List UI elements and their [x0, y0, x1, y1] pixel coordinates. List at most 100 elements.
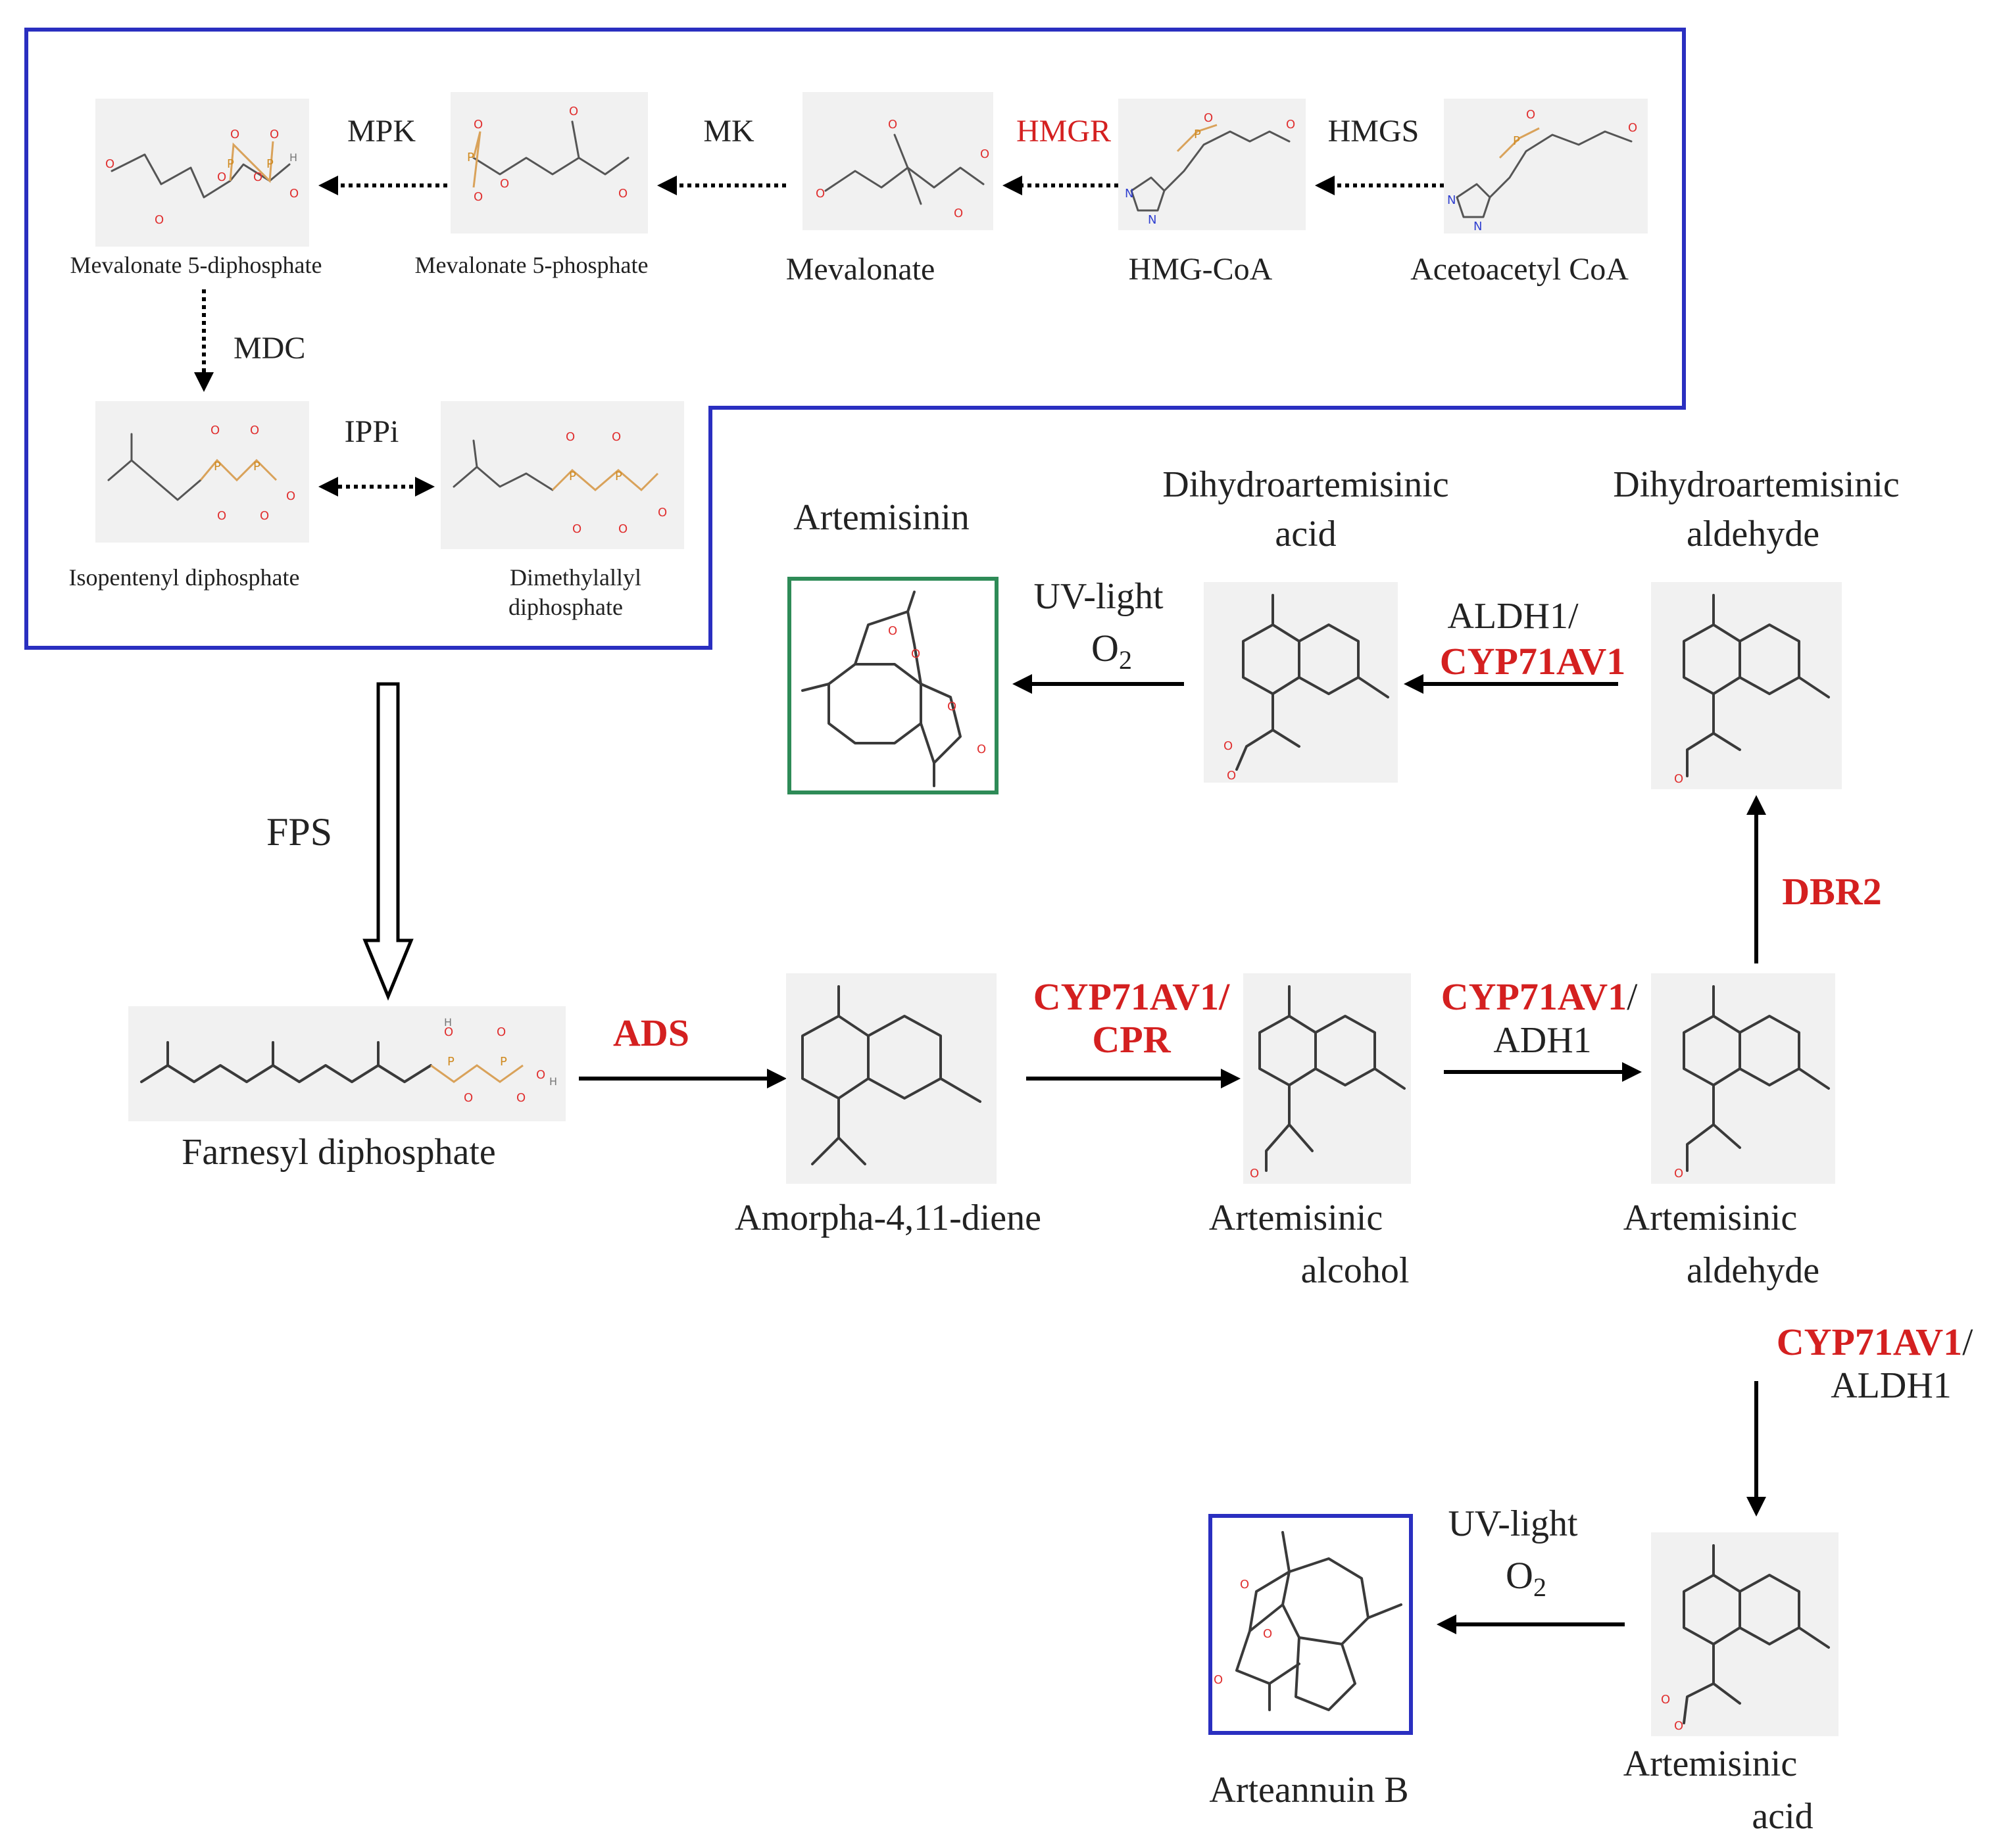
compound-dmapp-line1: Dimethylallyl — [510, 564, 641, 591]
compound-dh-aldehyde-line2: aldehyde — [1687, 514, 1819, 554]
compound-dh-acid-line1: Dihydroartemisinic — [1162, 464, 1448, 505]
svg-text:P: P — [253, 460, 260, 474]
svg-text:O: O — [474, 118, 483, 132]
compound-mevalonate: Mevalonate — [786, 252, 935, 287]
compound-mev5p: Mevalonate 5-phosphate — [415, 252, 649, 278]
svg-text:O: O — [612, 430, 621, 444]
svg-text:O: O — [217, 509, 226, 523]
isopentenyl-diphosphate-structure: P P O O O O O — [95, 401, 309, 543]
enzyme-adh1: ADH1 — [1493, 1020, 1591, 1061]
svg-text:P: P — [500, 1055, 507, 1069]
svg-text:H: H — [549, 1075, 557, 1088]
svg-text:O: O — [217, 170, 226, 184]
svg-text:P: P — [214, 460, 221, 474]
svg-text:O: O — [1628, 121, 1637, 135]
svg-text:P: P — [447, 1055, 455, 1069]
svg-text:O: O — [464, 1091, 473, 1105]
enzyme-cyp71av1-d: CYP71AV1 — [1777, 1321, 1963, 1363]
enzyme-uv-1: UV-light — [1033, 576, 1164, 617]
svg-text:O: O — [618, 187, 628, 201]
svg-text:N: N — [1125, 187, 1133, 201]
enzyme-cpr: CPR — [1092, 1018, 1171, 1061]
svg-text:O: O — [1674, 772, 1683, 786]
enzyme-mk: MK — [703, 114, 754, 149]
svg-text:O: O — [1214, 1673, 1223, 1687]
svg-text:O: O — [210, 424, 220, 437]
svg-text:H: H — [444, 1016, 452, 1029]
compound-art-aldehyde-line1: Artemisinic — [1623, 1198, 1797, 1238]
svg-text:O: O — [250, 424, 259, 437]
svg-text:P: P — [227, 157, 234, 171]
enzyme-cyp-aldh-bottom: CYP71AV1/ — [1777, 1321, 1974, 1363]
artemisinin-structure: O O O O — [801, 591, 986, 787]
svg-text:O: O — [954, 207, 963, 220]
artemisinic-alcohol-structure: O — [1243, 973, 1411, 1184]
svg-text:O: O — [888, 118, 897, 132]
svg-text:O: O — [444, 1025, 453, 1039]
mva-pathway-box — [24, 28, 1686, 650]
enzyme-ippi: IPPi — [345, 414, 399, 449]
svg-text:O: O — [497, 1025, 506, 1039]
dihydroartemisinic-aldehyde-structure: O — [1651, 582, 1842, 789]
mevalonate-5-phosphate-structure: P O O O O O — [451, 92, 648, 233]
svg-text:P: P — [569, 470, 576, 483]
compound-fpp: Farnesyl diphosphate — [182, 1132, 495, 1173]
svg-text:O: O — [977, 742, 986, 756]
svg-text:H: H — [289, 151, 297, 164]
svg-text:O: O — [289, 187, 299, 201]
svg-text:O: O — [566, 430, 575, 444]
compound-dmapp-line2: diphosphate — [508, 594, 623, 620]
enzyme-cyp71av1-c: CYP71AV1 — [1440, 640, 1626, 683]
svg-text:P: P — [1194, 128, 1201, 141]
artemisinic-acid-structure: O O — [1651, 1532, 1839, 1736]
mevalonate-5-diphosphate-structure: O O P O O P O O O H — [95, 99, 309, 247]
enzyme-fps: FPS — [266, 810, 332, 854]
enzyme-cyp71av1-a: CYP71AV1/ — [1033, 975, 1230, 1018]
svg-text:O: O — [230, 128, 239, 141]
svg-text:N: N — [1447, 193, 1456, 207]
compound-mev5dp: Mevalonate 5-diphosphate — [70, 252, 322, 278]
compound-hmgcoa: HMG-CoA — [1129, 252, 1273, 287]
svg-text:N: N — [1148, 213, 1156, 227]
enzyme-uv-2: UV-light — [1448, 1503, 1578, 1544]
svg-text:O: O — [105, 157, 114, 171]
svg-text:O: O — [155, 213, 164, 227]
svg-text:O: O — [911, 647, 920, 661]
svg-text:O: O — [1286, 118, 1295, 132]
svg-text:O: O — [474, 190, 483, 204]
svg-text:O: O — [270, 128, 279, 141]
enzyme-hmgs: HMGS — [1328, 114, 1419, 149]
enzyme-hmgr: HMGR — [1016, 114, 1111, 149]
compound-art-alcohol-line2: alcohol — [1301, 1250, 1410, 1291]
svg-text:P: P — [467, 151, 474, 164]
enzyme-cyp-adh-line1: CYP71AV1/ — [1441, 975, 1639, 1018]
svg-text:O: O — [536, 1068, 545, 1082]
svg-text:P: P — [1513, 134, 1520, 148]
enzyme-cyp-adh-slash: / — [1627, 975, 1638, 1018]
enzyme-ads: ADS — [613, 1011, 689, 1054]
svg-text:N: N — [1473, 220, 1482, 233]
acetoacetyl-coa-structure: N N P O O — [1444, 99, 1648, 233]
svg-text:O: O — [947, 700, 956, 714]
svg-text:O: O — [1250, 1167, 1259, 1180]
compound-dh-acid-line2: acid — [1275, 514, 1336, 554]
enzyme-mdc: MDC — [234, 331, 305, 366]
enzyme-cyp-cpr-line1: CYP71AV1/ — [1033, 975, 1230, 1018]
fps-hollow-arrow — [362, 682, 414, 1001]
compound-amorphadiene: Amorpha-4,11-diene — [735, 1198, 1041, 1238]
svg-text:O: O — [500, 177, 509, 191]
svg-text:O: O — [658, 506, 667, 520]
svg-text:O: O — [253, 170, 262, 184]
svg-text:O: O — [1263, 1627, 1272, 1641]
svg-text:O: O — [286, 489, 295, 503]
enzyme-dbr2: DBR2 — [1782, 870, 1881, 913]
enzyme-cyp-aldh-slash: / — [1962, 1321, 1973, 1363]
compound-arteannuin: Arteannuin B — [1209, 1770, 1408, 1811]
compound-art-acid-line1: Artemisinic — [1623, 1743, 1797, 1784]
svg-text:O: O — [1240, 1578, 1249, 1592]
o2-1-subscript: 2 — [1119, 645, 1132, 675]
amorphadiene-structure — [786, 973, 997, 1184]
enzyme-aldh1-slash: ALDH1/ — [1447, 596, 1579, 637]
svg-text:O: O — [888, 624, 897, 638]
